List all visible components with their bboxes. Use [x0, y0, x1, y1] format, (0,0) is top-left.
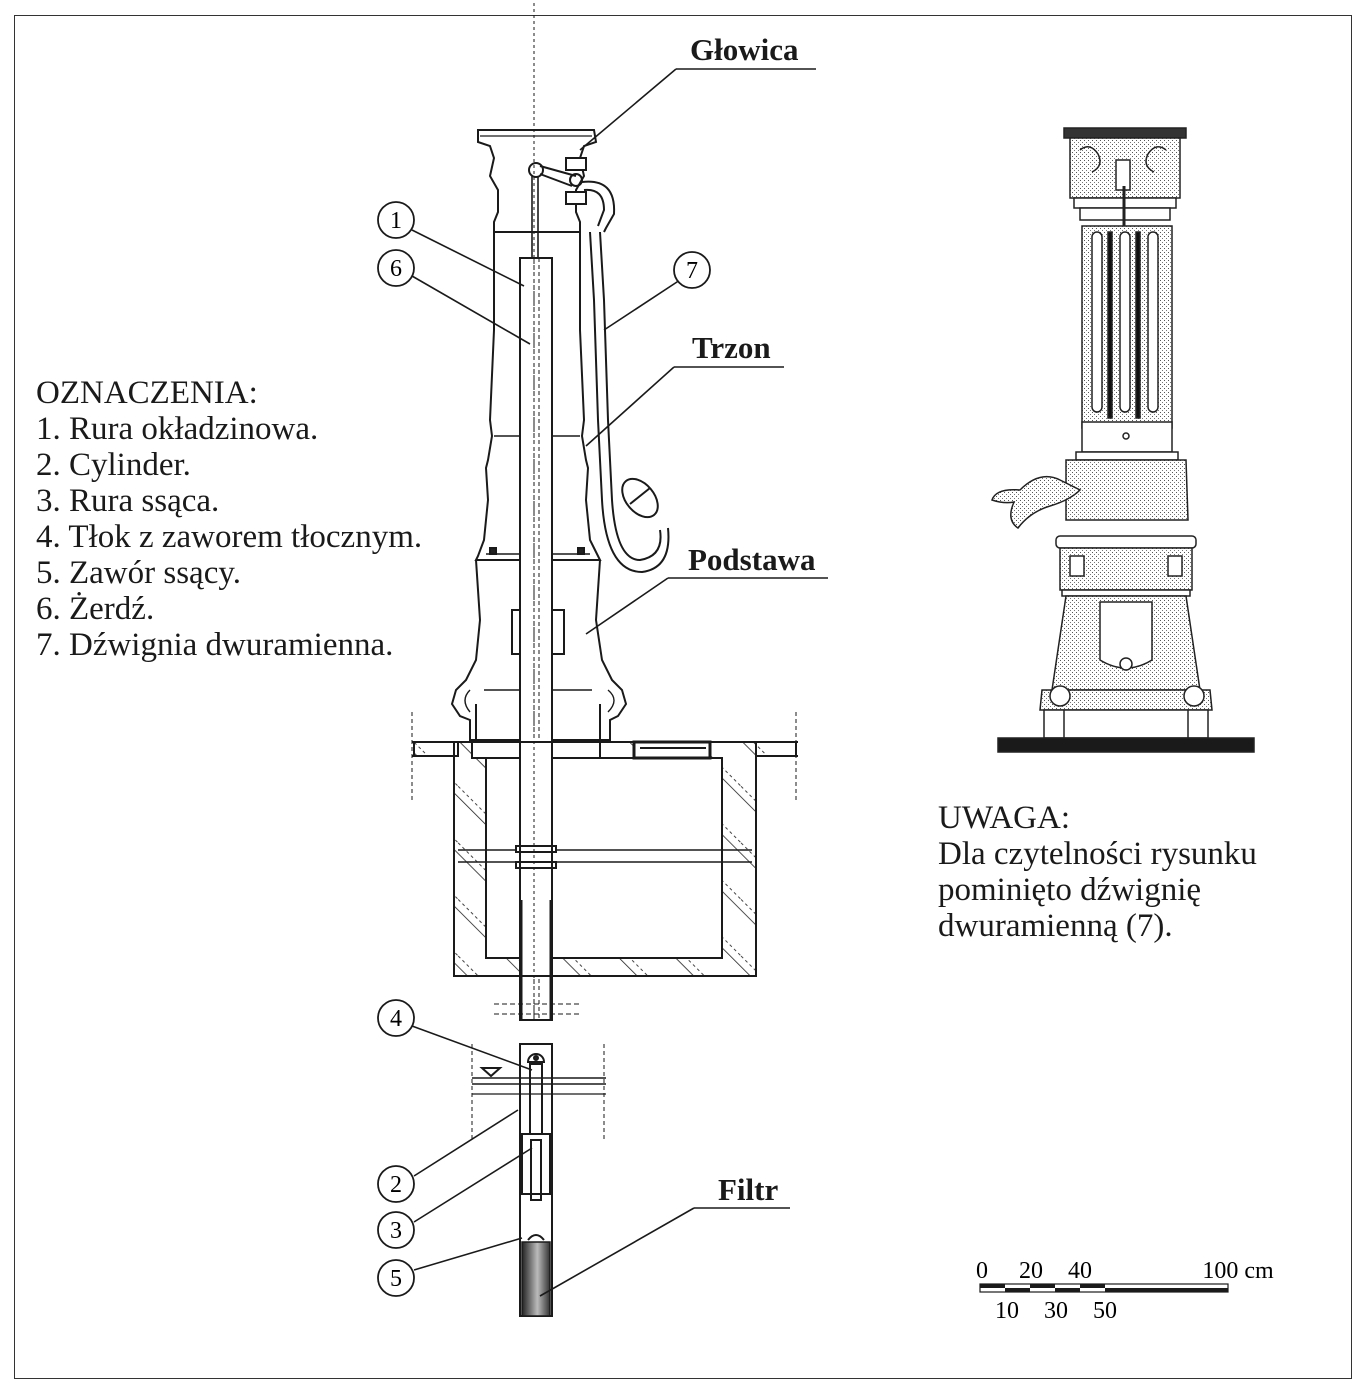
callout-shaft: Trzon	[692, 330, 771, 365]
svg-text:1: 1	[390, 208, 402, 234]
svg-text:6: 6	[390, 256, 402, 282]
spout-icon	[991, 475, 1082, 530]
marker-1: 1	[377, 201, 415, 239]
filter-pipe	[521, 1241, 551, 1317]
legend-item: 4. Tłok z zaworem tłocznym.	[36, 519, 423, 555]
svg-text:7: 7	[686, 258, 698, 284]
handle-lever	[599, 231, 662, 562]
callout-base: Podstawa	[688, 542, 816, 577]
suction-valve	[527, 1234, 545, 1241]
scale-label-10: 10	[995, 1298, 1019, 1324]
legend-item: 5. Zawór ssący.	[36, 555, 241, 591]
scale-label-100: 100 cm	[1202, 1258, 1274, 1284]
lever-pivot	[528, 162, 544, 178]
leader-lines	[411, 68, 828, 1297]
legend-item: 3. Rura ssąca.	[36, 483, 220, 519]
note-line: Dla czytelności rysunku	[938, 836, 1257, 872]
legend-item: 1. Rura okładzinowa.	[36, 411, 319, 447]
note-heading: UWAGA:	[938, 800, 1070, 836]
marker-3: 3	[377, 1211, 415, 1249]
scale-label-20: 20	[1019, 1258, 1043, 1284]
water-level-icon	[479, 1067, 503, 1078]
pump-section	[411, 0, 798, 1317]
head-cup	[477, 129, 598, 233]
legend: OZNACZENIA: 1. Rura okładzinowa. 2. Cyli…	[36, 375, 422, 663]
note-line: dwuramienną (7).	[938, 908, 1173, 944]
legend-heading: OZNACZENIA:	[36, 375, 258, 411]
svg-text:4: 4	[390, 1006, 402, 1032]
legend-item: 7. Dźwignia dwuramienna.	[36, 627, 394, 663]
svg-text:3: 3	[390, 1218, 402, 1244]
svg-text:5: 5	[390, 1266, 402, 1292]
callout-head: Głowica	[690, 32, 799, 67]
svg-text:2: 2	[390, 1172, 402, 1198]
legend-item: 2. Cylinder.	[36, 447, 191, 483]
marker-7: 7	[673, 251, 711, 289]
ground-slab	[997, 737, 1255, 753]
scale-label-0: 0	[976, 1258, 988, 1284]
callout-filter: Filtr	[718, 1172, 779, 1207]
marker-4: 4	[377, 999, 415, 1037]
scale-label-30: 30	[1044, 1298, 1068, 1324]
drawing-frame	[14, 15, 1352, 1379]
legend-item: 6. Żerdź.	[36, 591, 155, 627]
hatch-cover	[632, 740, 712, 760]
scale-bar: 0 20 40 100 cm 10 30 50	[976, 1258, 1274, 1324]
note-line: pominięto dźwignię	[938, 872, 1202, 908]
scale-label-50: 50	[1093, 1298, 1117, 1324]
handle-grip	[621, 477, 659, 519]
marker-6: 6	[377, 249, 415, 287]
marker-5: 5	[377, 1259, 415, 1297]
marker-2: 2	[377, 1165, 415, 1203]
scale-label-40: 40	[1068, 1258, 1092, 1284]
suction-pipe	[521, 1133, 551, 1195]
note: UWAGA: Dla czytelności rysunku pominięto…	[938, 800, 1257, 944]
pump-elevation	[991, 127, 1255, 753]
